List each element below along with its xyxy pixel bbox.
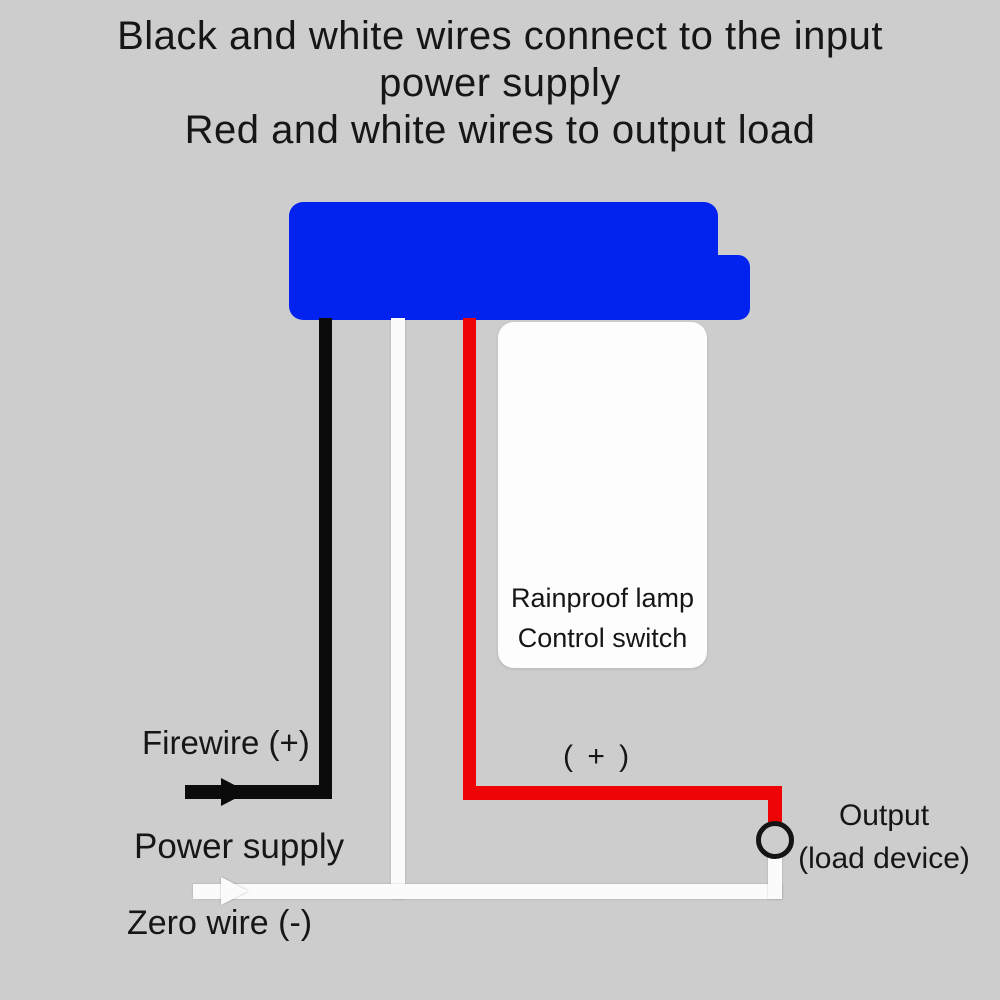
sensor-device-connector	[700, 255, 750, 320]
output-label-line-2: (load device)	[798, 842, 970, 875]
output-plus-label: ( + )	[563, 740, 633, 773]
output-terminal-circle	[756, 821, 794, 859]
title-line-1: Black and white wires connect to the inp…	[117, 14, 883, 58]
page-title: Black and white wires connect to the inp…	[0, 13, 1000, 154]
white-wire-vertical-input	[391, 318, 405, 899]
title-line-3: Red and white wires to output load	[184, 108, 816, 152]
switch-box-label: Rainproof lamp Control switch	[498, 578, 707, 658]
output-label-line-1: Output	[838, 799, 930, 832]
switch-box-label-line-1: Rainproof lamp	[510, 583, 695, 613]
black-wire-horizontal	[185, 785, 332, 799]
white-wire-horizontal	[193, 884, 782, 899]
white-wire-vertical-output	[768, 857, 782, 899]
sensor-device-body	[289, 202, 718, 320]
white-wire-arrowhead-icon	[221, 877, 248, 905]
switch-box-label-line-2: Control switch	[517, 623, 688, 653]
firewire-label: Firewire (+)	[142, 724, 310, 761]
red-wire-vertical-output	[768, 786, 782, 822]
title-line-2: power supply	[379, 61, 621, 105]
red-wire-horizontal	[463, 786, 782, 800]
red-wire-vertical	[463, 318, 476, 800]
power-supply-label: Power supply	[134, 827, 345, 866]
black-wire-arrowhead-icon	[221, 778, 248, 806]
black-wire-vertical	[319, 318, 332, 799]
switch-box: Rainproof lamp Control switch	[498, 322, 707, 668]
output-label: Output (load device)	[779, 794, 989, 880]
zero-wire-label: Zero wire (-)	[127, 904, 313, 942]
